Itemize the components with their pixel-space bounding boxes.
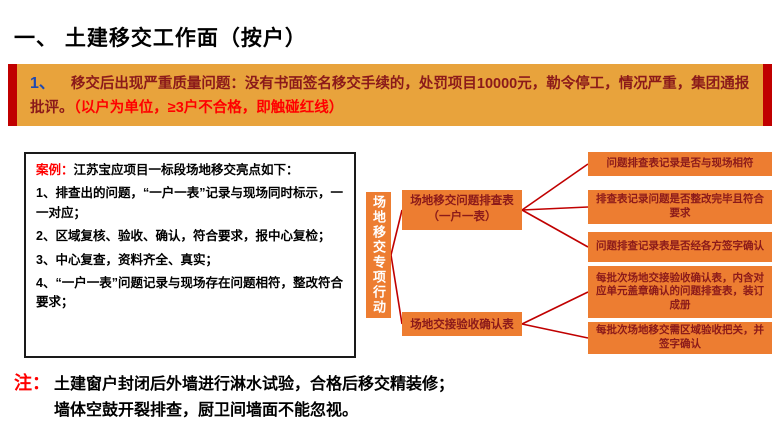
flow-leaf-bound-booklet: 每批次场地交接验收确认表，内含对应单元盖章确认的问题排查表，装订成册 bbox=[588, 266, 772, 318]
flow-leaf-record-matches-site: 问题排查表记录是否与现场相符 bbox=[588, 152, 772, 176]
case-item-2: 2、区域复核、验收、确认，符合要求，报中心复检； bbox=[36, 229, 331, 244]
banner-number: 1、 bbox=[30, 75, 55, 92]
warning-banner: 1、移交后出现严重质量问题：没有书面签名移交手续的，处罚项目10000元，勒令停… bbox=[8, 64, 772, 126]
flow-root-node: 场地移交专项行动 bbox=[366, 192, 391, 318]
banner-main-text: 移交后出现严重质量问题：没有书面签名移交手续的，处罚项目10000元，勒令停工，… bbox=[30, 76, 750, 116]
case-label: 案例： bbox=[36, 163, 74, 177]
note-label: 注： bbox=[14, 373, 50, 393]
case-item-1: 1、排查出的问题，“一户一表”记录与现场同时标示，一一对应； bbox=[36, 186, 343, 220]
flow-branch-problem-checklist: 场地移交问题排查表（一户一表） bbox=[402, 190, 522, 230]
footer-note: 注： 土建窗户封闭后外墙进行淋水试验，合格后移交精装修； 墙体空鼓开裂排查，厨卫… bbox=[14, 370, 454, 425]
page-title: 一、 土建移交工作面（按户） bbox=[14, 27, 307, 50]
flow-leaf-rectification-complete: 排查表记录问题是否整改完毕且符合要求 bbox=[588, 190, 772, 224]
case-item-3: 3、中心复查，资料齐全、真实； bbox=[36, 252, 218, 267]
note-line-2: 墙体空鼓开裂排查，厨卫间墙面不能忽视。 bbox=[54, 402, 359, 420]
case-item-4: 4、“一户一表”问题记录与现场存在问题相符，整改符合要求； bbox=[36, 275, 343, 310]
note-text: 土建窗户封闭后外墙进行淋水试验，合格后移交精装修； 墙体空鼓开裂排查，厨卫间墙面… bbox=[54, 370, 454, 425]
case-intro-text: 江苏宝应项目一标段场地移交亮点如下： bbox=[73, 163, 299, 177]
banner-highlight-text: （以户为单位，≥3户不合格，即触碰红线） bbox=[73, 99, 344, 116]
case-box: 案例：江苏宝应项目一标段场地移交亮点如下： 1、排查出的问题，“一户一表”记录与… bbox=[24, 152, 356, 358]
banner-text: 1、移交后出现严重质量问题：没有书面签名移交手续的，处罚项目10000元，勒令停… bbox=[30, 71, 750, 120]
banner-left-accent-bar bbox=[8, 64, 17, 126]
flow-leaf-regional-acceptance: 每批次场地移交需区域验收把关，并签字确认 bbox=[588, 322, 772, 354]
flow-leaf-signed-confirmation: 问题排查记录表是否经各方签字确认 bbox=[588, 232, 772, 262]
note-line-1: 土建窗户封闭后外墙进行淋水试验，合格后移交精装修； bbox=[54, 376, 455, 393]
case-intro: 案例：江苏宝应项目一标段场地移交亮点如下： bbox=[36, 161, 344, 180]
banner-right-accent-bar bbox=[763, 64, 772, 126]
flow-branch-handover-confirmation: 场地交接验收确认表 bbox=[402, 312, 522, 336]
